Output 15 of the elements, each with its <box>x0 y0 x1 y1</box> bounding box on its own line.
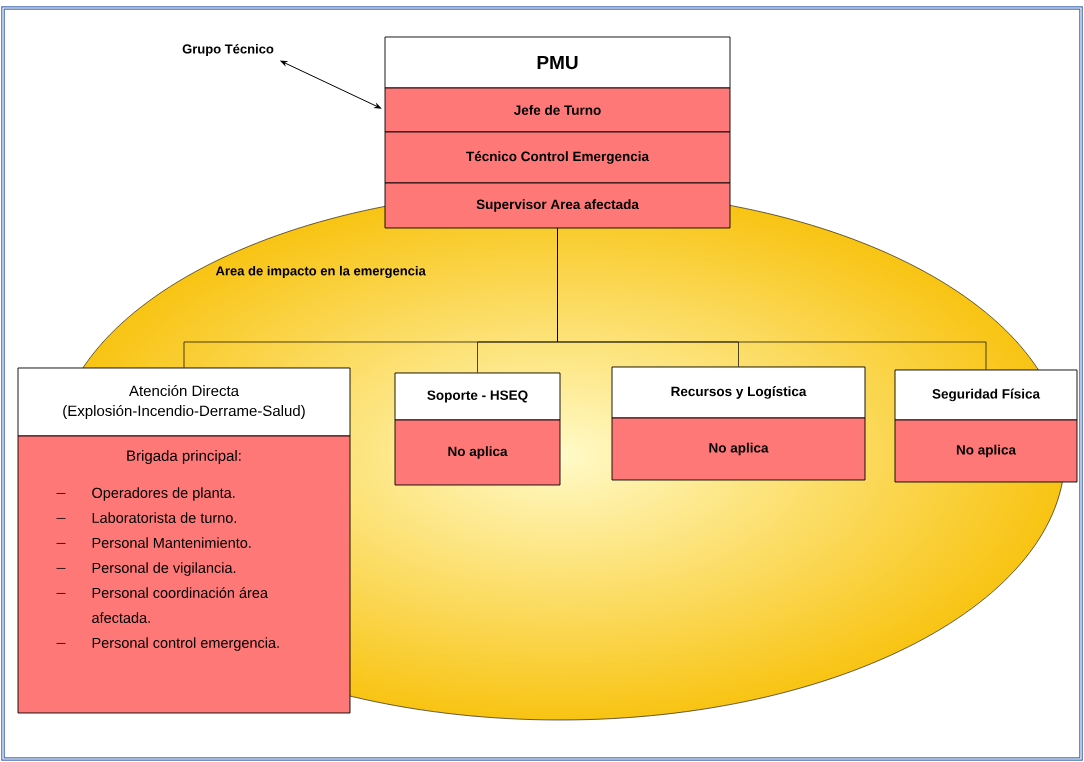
role-box: No aplica <box>394 419 561 486</box>
arrow <box>280 60 382 109</box>
connector-line <box>557 228 987 370</box>
header-box: Soporte - HSEQ <box>394 372 561 421</box>
header-box: Atención Directa (Explosión-Incendio-Derrame-Salud) <box>17 367 351 437</box>
role-box: Supervisor Area afectada <box>384 182 731 229</box>
header-box: Recursos y Logística <box>611 366 866 419</box>
role-box: No aplica <box>894 419 1078 483</box>
team-box: Brigada principal: Operadores de planta. Laboratorista de turno. Personal Mantenimiento. Personal de vigilancia. Personal coordinación área afectada. Personal control emergencia. <box>17 435 351 714</box>
group-label: Grupo Técnico <box>182 43 274 57</box>
role-box: Técnico Control Emergencia <box>384 131 731 184</box>
header-box: Seguridad Física <box>894 369 1078 421</box>
role-box: Jefe de Turno <box>384 87 731 133</box>
header-box: PMU <box>384 36 731 89</box>
role-box: No aplica <box>611 417 866 481</box>
